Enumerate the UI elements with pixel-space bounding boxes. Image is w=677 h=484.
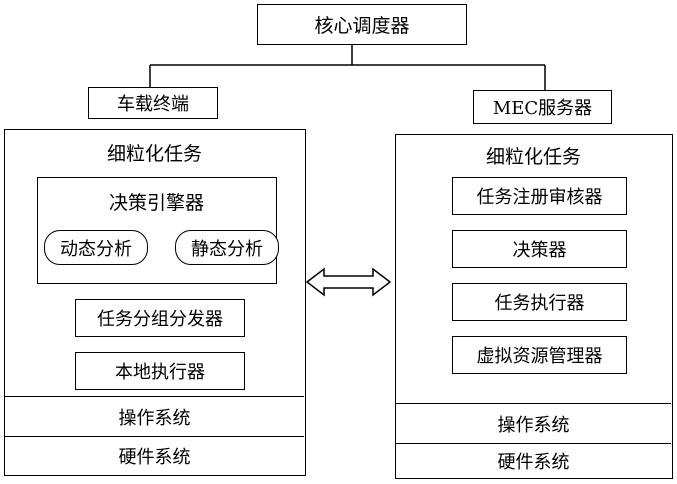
core-scheduler-label: 核心调度器 <box>314 11 409 38</box>
mec-server-label: MEC服务器 <box>493 94 592 120</box>
vehicle-terminal-header: 车载终端 <box>88 87 218 119</box>
task-registration-auditor-box: 任务注册审核器 <box>452 177 627 215</box>
core-scheduler-box: 核心调度器 <box>257 4 467 45</box>
right-hw-label: 硬件系统 <box>498 448 570 474</box>
static-analysis-label: 静态分析 <box>191 235 263 261</box>
decision-engine-title: 决策引擎器 <box>38 188 275 215</box>
task-executor-box: 任务执行器 <box>452 283 627 321</box>
dynamic-analysis-pill: 动态分析 <box>44 230 148 265</box>
task-group-dispatcher-label: 任务分组分发器 <box>97 305 223 331</box>
right-panel: 细粒化任务 任务注册审核器 决策器 任务执行器 虚拟资源管理器 操作系统 硬件系… <box>395 134 673 479</box>
left-os-row: 操作系统 <box>5 396 304 436</box>
decision-engine-box: 决策引擎器 动态分析 静态分析 <box>37 177 277 284</box>
bidirectional-arrow-icon <box>307 269 390 295</box>
left-panel: 细粒化任务 决策引擎器 动态分析 静态分析 任务分组分发器 本地执行器 操作系统… <box>4 129 306 476</box>
virtual-resource-manager-box: 虚拟资源管理器 <box>452 336 627 374</box>
task-executor-label: 任务执行器 <box>495 289 585 315</box>
dynamic-analysis-label: 动态分析 <box>60 235 132 261</box>
virtual-resource-manager-label: 虚拟资源管理器 <box>477 342 603 368</box>
left-os-label: 操作系统 <box>119 404 191 430</box>
left-hw-row: 硬件系统 <box>5 436 304 474</box>
right-os-label: 操作系统 <box>498 411 570 437</box>
static-analysis-pill: 静态分析 <box>175 230 279 265</box>
decider-label: 决策器 <box>513 236 567 262</box>
task-group-dispatcher-box: 任务分组分发器 <box>75 299 245 337</box>
right-os-row: 操作系统 <box>396 403 671 443</box>
local-executor-label: 本地执行器 <box>115 358 205 384</box>
vehicle-terminal-label: 车载终端 <box>117 90 189 116</box>
left-hw-label: 硬件系统 <box>119 443 191 469</box>
mec-server-header: MEC服务器 <box>473 90 612 124</box>
local-executor-box: 本地执行器 <box>75 352 245 390</box>
right-section-title: 细粒化任务 <box>396 142 671 169</box>
task-registration-auditor-label: 任务注册审核器 <box>477 183 603 209</box>
decider-box: 决策器 <box>452 230 627 268</box>
right-hw-row: 硬件系统 <box>396 443 671 477</box>
left-section-title: 细粒化任务 <box>5 139 304 166</box>
